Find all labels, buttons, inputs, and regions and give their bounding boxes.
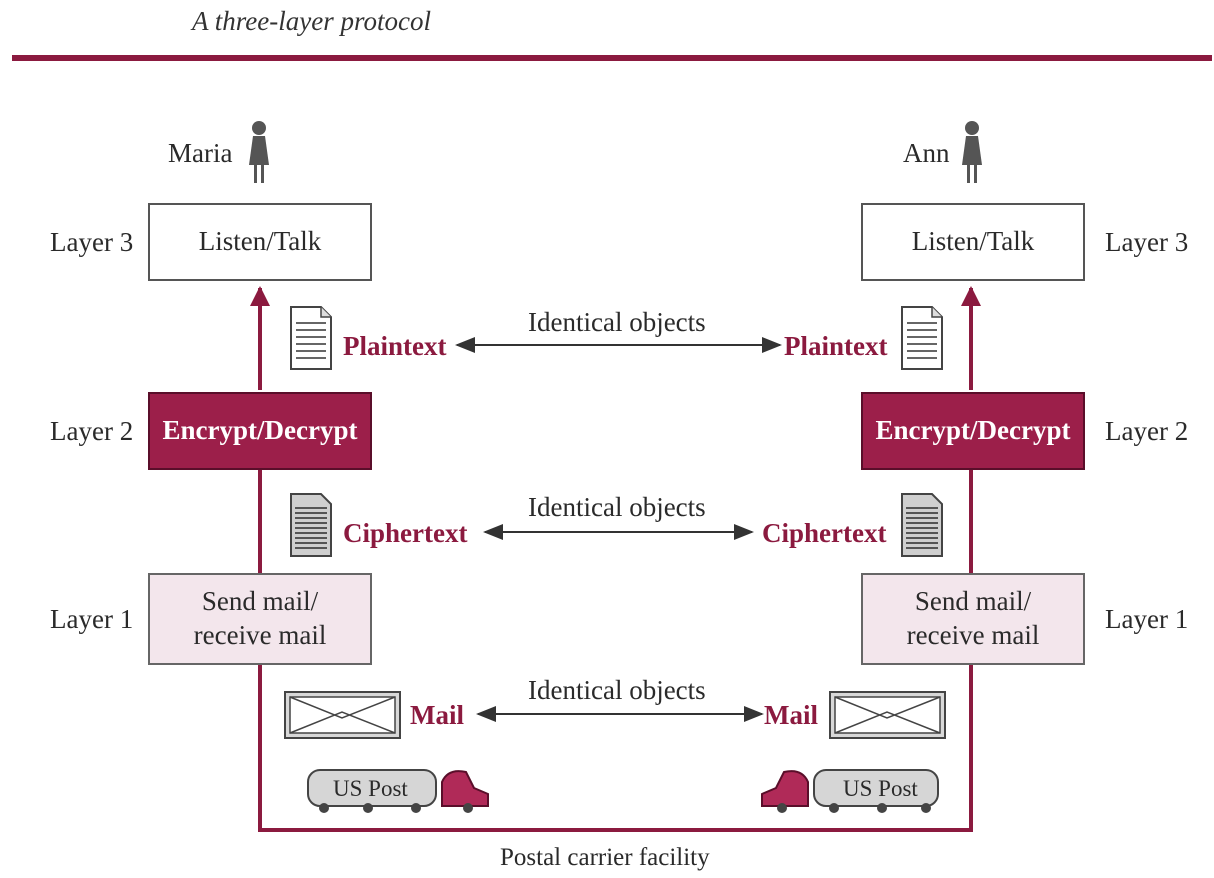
envelope-icon <box>284 691 401 739</box>
send-receive-mail-box-right: Send mail/ receive mail <box>861 573 1085 665</box>
person-icon <box>962 121 982 183</box>
receive-mail-text: receive mail <box>906 620 1040 650</box>
envelope-icon <box>829 691 946 739</box>
receive-mail-text: receive mail <box>193 620 327 650</box>
encrypt-decrypt-box-right: Encrypt/Decrypt <box>861 392 1085 470</box>
layer1-label-right: Layer 1 <box>1105 604 1189 634</box>
identical-objects-label: Identical objects <box>528 307 706 337</box>
mail-label-left: Mail <box>410 700 464 730</box>
mail-truck-icon <box>761 769 939 813</box>
mail-truck-icon <box>307 769 489 813</box>
layer3-label-right: Layer 3 <box>1105 227 1189 257</box>
listen-talk-box-left: Listen/Talk <box>148 203 372 281</box>
layer1-label-left: Layer 1 <box>50 604 134 634</box>
encrypt-decrypt-text: Encrypt/Decrypt <box>162 415 358 446</box>
send-mail-text: Send mail/ <box>914 586 1032 617</box>
person-icon <box>249 121 269 183</box>
plaintext-label-right: Plaintext <box>784 331 888 361</box>
layer2-label-left: Layer 2 <box>50 416 134 446</box>
encrypt-decrypt-box-left: Encrypt/Decrypt <box>148 392 372 470</box>
send-receive-mail-box-left: Send mail/ receive mail <box>148 573 372 665</box>
encrypt-decrypt-text: Encrypt/Decrypt <box>875 415 1071 446</box>
person-name-right: Ann <box>903 138 950 168</box>
layer3-label-left: Layer 3 <box>50 227 134 257</box>
person-name-left: Maria <box>168 138 233 168</box>
listen-talk-text: Listen/Talk <box>911 226 1035 257</box>
document-icon <box>290 306 332 370</box>
figure-title: A three-layer protocol <box>192 6 431 36</box>
listen-talk-box-right: Listen/Talk <box>861 203 1085 281</box>
ciphertext-label-right: Ciphertext <box>762 518 887 548</box>
ciphertext-label-left: Ciphertext <box>343 518 468 548</box>
identical-objects-label: Identical objects <box>528 492 706 522</box>
listen-talk-text: Listen/Talk <box>198 226 322 257</box>
truck-label-left: US Post <box>333 776 408 801</box>
title-rule <box>12 55 1212 61</box>
postal-path-line <box>258 665 973 832</box>
send-mail-text: Send mail/ <box>201 586 319 617</box>
document-icon <box>901 306 943 370</box>
truck-label-right: US Post <box>843 776 918 801</box>
encrypted-document-icon <box>901 493 943 557</box>
mail-label-right: Mail <box>764 700 818 730</box>
identical-objects-label: Identical objects <box>528 675 706 705</box>
encrypted-document-icon <box>290 493 332 557</box>
layer2-label-right: Layer 2 <box>1105 416 1189 446</box>
postal-carrier-facility-label: Postal carrier facility <box>500 844 710 871</box>
plaintext-label-left: Plaintext <box>343 331 447 361</box>
